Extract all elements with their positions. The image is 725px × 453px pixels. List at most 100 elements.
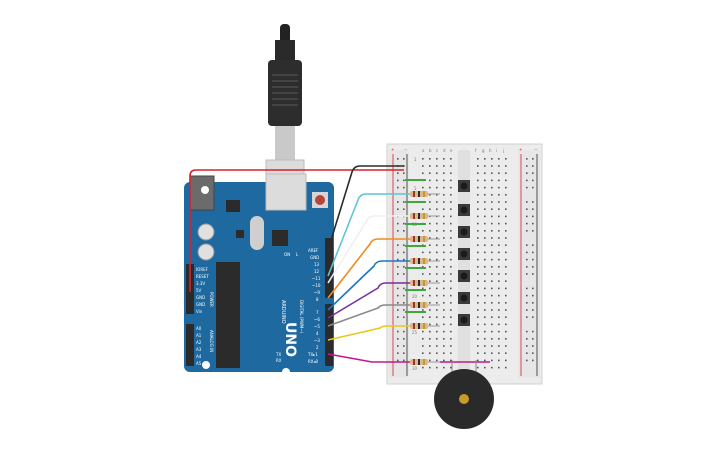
pin-label: A3 <box>196 347 202 352</box>
rail-minus-label: − <box>534 147 537 152</box>
breadboard-hole <box>436 366 438 369</box>
breadboard-hole <box>450 230 452 232</box>
breadboard-hole <box>429 345 431 347</box>
breadboard-hole <box>484 316 486 318</box>
breadboard-hole <box>491 165 493 167</box>
breadboard-hole <box>450 359 452 362</box>
wire-yellow <box>327 325 410 341</box>
rail-hole <box>526 179 528 182</box>
breadboard-hole <box>450 302 452 304</box>
rail-hole <box>403 309 405 311</box>
breadboard-hole <box>498 208 500 210</box>
rail-hole <box>397 309 399 311</box>
rail-hole <box>532 294 534 297</box>
rail-hole <box>397 352 399 354</box>
breadboard-hole <box>477 179 479 182</box>
breadboard-hole <box>436 359 438 362</box>
breadboard-hole <box>443 230 445 232</box>
rail-hole <box>532 352 534 354</box>
rail-hole <box>403 359 405 362</box>
breadboard-hole <box>498 222 500 225</box>
digital-label: DIGITAL (PWM~) <box>299 300 304 334</box>
breadboard-hole <box>491 359 493 362</box>
rail-hole <box>397 338 399 340</box>
breadboard-hole <box>450 194 452 196</box>
pin-label: GND <box>310 255 319 260</box>
breadboard-hole <box>450 316 452 318</box>
breadboard-hole <box>484 208 486 210</box>
pin-label: ~3 <box>314 338 320 343</box>
breadboard-hole <box>484 302 486 304</box>
rail-hole <box>526 215 528 218</box>
resistor <box>402 213 440 219</box>
rail-hole <box>397 251 399 254</box>
breadboard-hole <box>436 208 438 210</box>
breadboard-hole <box>484 352 486 354</box>
breadboard-hole <box>429 172 431 174</box>
breadboard-hole <box>484 244 486 246</box>
pin-label: GND <box>196 295 205 300</box>
breadboard-hole <box>422 330 424 333</box>
usb-cable <box>265 24 305 191</box>
breadboard-hole <box>436 345 438 347</box>
breadboard-hole <box>477 280 479 282</box>
rail-hole <box>397 330 399 333</box>
digital-pin-labels: AREF GND 13 12 ~11 ~10 ~9 8 7 ~6 ~5 4 ~3… <box>307 248 321 364</box>
breadboard-hole <box>505 258 507 261</box>
breadboard-hole <box>484 330 486 333</box>
breadboard-hole <box>491 244 493 246</box>
breadboard-hole <box>505 266 507 268</box>
breadboard-hole <box>484 186 486 189</box>
rail-hole <box>403 294 405 297</box>
breadboard-hole <box>498 323 500 326</box>
breadboard-hole <box>484 165 486 167</box>
breadboard-hole <box>450 258 452 261</box>
wire-magenta <box>327 353 410 363</box>
rail-hole <box>532 222 534 225</box>
breadboard-hole <box>422 352 424 354</box>
pin-label: ~5 <box>314 324 320 329</box>
breadboard-hole <box>436 280 438 282</box>
rail-hole <box>397 345 399 347</box>
breadboard-hole <box>491 294 493 297</box>
rail-hole <box>526 287 528 290</box>
column-label: i <box>496 148 497 153</box>
rail-hole <box>526 338 528 340</box>
rail-hole <box>532 201 534 203</box>
wire-cyan <box>327 193 410 277</box>
breadboard-hole <box>505 179 507 182</box>
breadboard-hole <box>491 287 493 290</box>
breadboard-hole <box>477 316 479 318</box>
breadboard-hole <box>422 273 424 275</box>
breadboard-hole <box>429 244 431 246</box>
on-label: ON <box>284 252 290 257</box>
breadboard-hole <box>491 345 493 347</box>
breadboard-hole <box>443 330 445 333</box>
breadboard-hole <box>450 330 452 333</box>
breadboard-hole <box>429 294 431 297</box>
rail-hole <box>403 345 405 347</box>
breadboard-hole <box>498 215 500 218</box>
row-label: 20 <box>412 294 418 299</box>
breadboard-hole <box>498 302 500 304</box>
breadboard-hole <box>436 237 438 239</box>
rail-hole <box>532 309 534 311</box>
pin-label: IOREF <box>196 267 209 272</box>
breadboard-hole <box>450 287 452 290</box>
rail-plus-label: + <box>391 147 394 152</box>
signal-wires <box>189 165 490 363</box>
breadboard-hole <box>429 237 431 239</box>
breadboard-hole <box>491 237 493 239</box>
pin-label: ~11 <box>312 276 321 281</box>
breadboard-hole <box>436 352 438 354</box>
breadboard-hole <box>450 251 452 254</box>
column-label: h <box>489 148 492 153</box>
rail-hole <box>526 302 528 304</box>
rail-hole <box>532 258 534 261</box>
tx-label: TX <box>275 352 281 357</box>
rail-minus-label: − <box>404 147 407 152</box>
rail-hole <box>526 345 528 347</box>
wire-white <box>327 215 410 284</box>
pin-label: 8 <box>316 297 319 302</box>
column-labels: a b c d e f g h i j <box>422 148 504 153</box>
